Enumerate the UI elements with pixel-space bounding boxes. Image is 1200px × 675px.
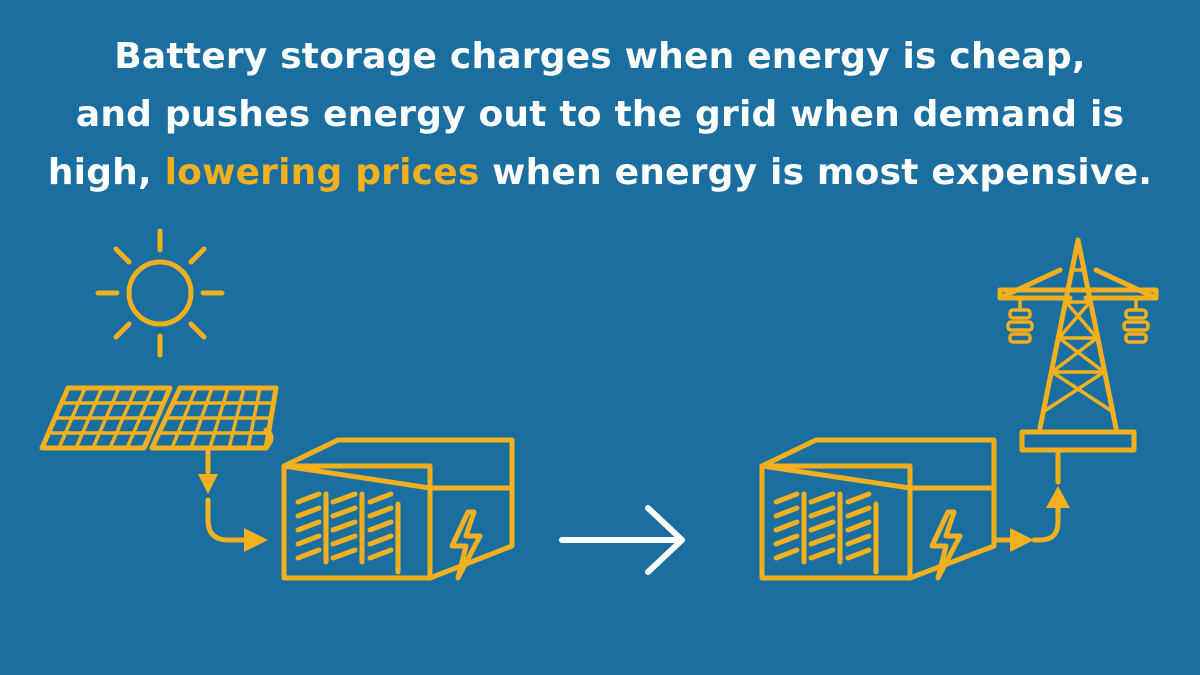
down-arrowhead-icon (198, 474, 218, 494)
headline: Battery storage charges when energy is c… (0, 28, 1200, 202)
highlight-lowering-prices: lowering prices (164, 152, 480, 193)
headline-line-2: and pushes energy out to the grid when d… (75, 94, 1125, 135)
battery-icon (281, 437, 515, 581)
lightning-bolt-icon (449, 509, 483, 581)
battery-icon-right (759, 437, 997, 581)
up-arrowhead-icon (1046, 486, 1070, 508)
headline-line-3: high, lowering prices when energy is mos… (0, 144, 1200, 202)
lightning-bolt-icon-right (929, 509, 963, 581)
headline-line-3-end: when energy is most expensive. (479, 152, 1153, 193)
sun-icon (95, 228, 225, 358)
right-arrowhead-icon-2 (1010, 528, 1034, 552)
right-arrowhead-icon (244, 528, 268, 552)
headline-line-3-start: high, (47, 152, 165, 193)
discharge-flow-connector (993, 451, 1061, 543)
charge-flow-connector (205, 447, 251, 543)
headline-line-1: Battery storage charges when energy is c… (114, 36, 1086, 77)
transmission-tower-icon (997, 237, 1159, 453)
solar-panel-icon (39, 385, 279, 451)
arrow-right-icon (559, 505, 685, 575)
